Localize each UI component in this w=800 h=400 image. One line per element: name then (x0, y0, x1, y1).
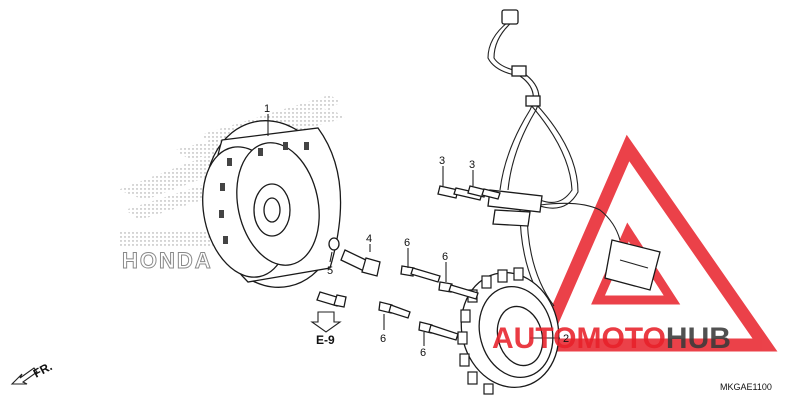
callout-6c: 6 (380, 333, 386, 345)
callout-6d: 6 (420, 347, 426, 359)
flywheel-rotor (202, 120, 342, 288)
callout-2: 2 (563, 333, 569, 345)
front-label: FR. (31, 359, 55, 380)
leader-lines (267, 114, 560, 346)
diagram-code: MKGAE1100 (720, 382, 772, 392)
svg-text:AUTOMOTOHUB: AUTOMOTOHUB (492, 322, 731, 355)
reference-label: E-9 (316, 333, 335, 347)
callout-3b: 3 (469, 159, 475, 171)
callout-3a: 3 (439, 155, 445, 167)
watermark-logo (532, 134, 778, 352)
stator-bolts (378, 265, 479, 341)
callout-4: 4 (366, 233, 372, 245)
flywheel-bolt (340, 249, 381, 277)
callout-5: 5 (327, 265, 333, 277)
honda-wordmark: HONDA (122, 248, 213, 273)
watermark-text: AUTOMOTOHUB (492, 322, 731, 355)
stator (457, 267, 560, 395)
callout-6b: 6 (442, 251, 448, 263)
washer (328, 237, 340, 251)
reference-bolt (316, 291, 347, 308)
wire-harness (487, 9, 661, 311)
callout-1: 1 (264, 103, 270, 115)
front-direction-indicator: FR. (10, 359, 55, 385)
watermark-part2: MOTO (576, 322, 665, 355)
watermark-part1: AUTO (492, 322, 576, 355)
reference-arrow (310, 311, 342, 333)
callout-6a: 6 (404, 237, 410, 249)
watermark-part3: HUB (666, 322, 731, 355)
wire-clamp-bolts (437, 185, 501, 201)
